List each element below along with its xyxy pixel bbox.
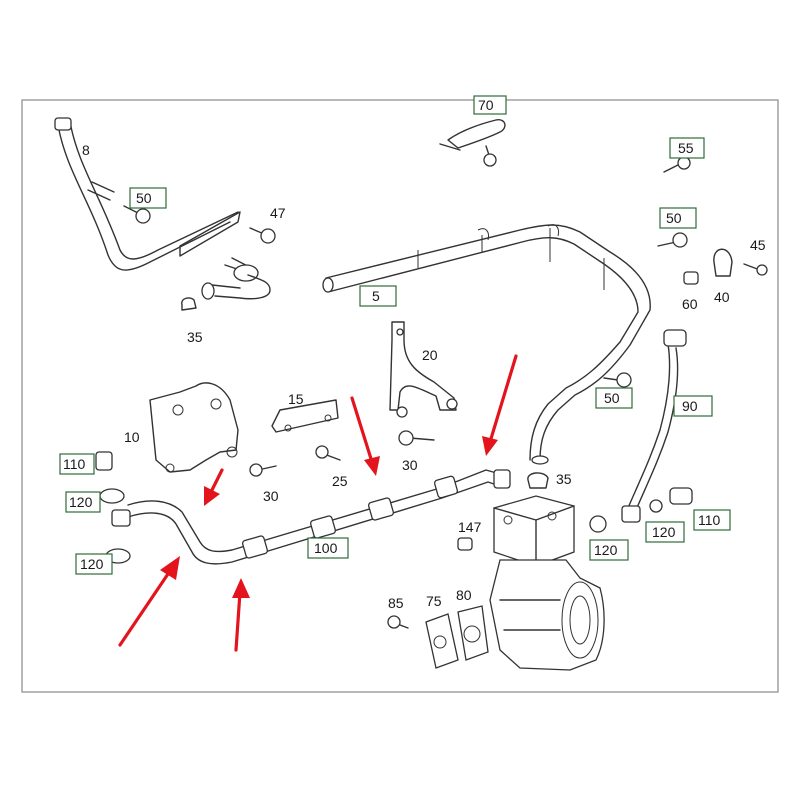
callout-50-mid: 50 bbox=[604, 390, 620, 406]
screw-55 bbox=[663, 156, 691, 173]
bolt-47 bbox=[249, 227, 276, 244]
callout-120-left-top: 120 bbox=[69, 494, 93, 510]
clamp-60-40-45 bbox=[683, 248, 768, 285]
plug-147 bbox=[457, 537, 473, 551]
bolt-30-mid bbox=[398, 430, 435, 446]
callout-5: 5 bbox=[372, 288, 380, 304]
fittings-110-120-left bbox=[95, 451, 131, 564]
callout-50-right: 50 bbox=[666, 210, 682, 226]
callout-100: 100 bbox=[314, 540, 338, 556]
clamp-70 bbox=[439, 119, 506, 167]
callout-147: 147 bbox=[458, 519, 482, 535]
washers-120-110-right bbox=[589, 487, 693, 533]
red-arrow-1 bbox=[118, 556, 180, 647]
clip-35-bottom bbox=[527, 472, 549, 489]
red-arrows bbox=[118, 354, 518, 652]
callout-120-left-bottom: 120 bbox=[80, 556, 104, 572]
callout-60: 60 bbox=[682, 296, 698, 312]
clip-35-top bbox=[181, 297, 197, 311]
callout-8: 8 bbox=[82, 142, 90, 158]
bracket-15 bbox=[271, 399, 339, 433]
pipe-90 bbox=[621, 329, 687, 523]
pipe-5 bbox=[322, 224, 651, 465]
callout-15: 15 bbox=[288, 391, 304, 407]
callout-70: 70 bbox=[478, 97, 494, 113]
callout-20: 20 bbox=[422, 347, 438, 363]
bolt-25 bbox=[315, 445, 341, 461]
callout-25: 25 bbox=[332, 473, 348, 489]
diagram-frame bbox=[21, 99, 779, 693]
callout-30-left: 30 bbox=[263, 488, 279, 504]
callout-75: 75 bbox=[426, 593, 442, 609]
callout-40: 40 bbox=[714, 289, 730, 305]
callout-90: 90 bbox=[682, 398, 698, 414]
pipe-100 bbox=[111, 469, 511, 565]
bolt-50-right bbox=[657, 232, 688, 248]
bolt-50-top bbox=[123, 205, 151, 224]
callout-120-right-low: 120 bbox=[594, 542, 618, 558]
callout-10: 10 bbox=[124, 429, 140, 445]
callout-55: 55 bbox=[678, 140, 694, 156]
bracket-20 bbox=[389, 321, 458, 418]
pipe-8 bbox=[54, 117, 271, 300]
callout-80: 80 bbox=[456, 587, 472, 603]
callout-110-left: 110 bbox=[63, 456, 86, 472]
callout-30-mid: 30 bbox=[402, 457, 418, 473]
callout-45: 45 bbox=[750, 237, 766, 253]
bracket-10 bbox=[149, 382, 239, 473]
callouts: 70 8 55 50 47 50 45 60 40 35 5 20 50 90 … bbox=[59, 95, 766, 611]
red-arrow-2 bbox=[232, 578, 250, 652]
red-arrow-5 bbox=[482, 354, 518, 456]
red-arrow-4 bbox=[350, 396, 380, 476]
callout-35-top: 35 bbox=[187, 329, 203, 345]
callout-50-top: 50 bbox=[136, 190, 152, 206]
gasket-80 bbox=[457, 605, 489, 661]
air-compressor bbox=[489, 495, 605, 671]
bolt-50-mid bbox=[603, 372, 632, 388]
callout-47: 47 bbox=[270, 205, 286, 221]
red-arrow-3 bbox=[204, 468, 224, 506]
bolt-85 bbox=[387, 615, 409, 629]
callout-120-right: 120 bbox=[652, 524, 676, 540]
callout-35-bottom: 35 bbox=[556, 471, 572, 487]
gasket-75 bbox=[425, 613, 459, 669]
callout-85: 85 bbox=[388, 595, 404, 611]
bolt-30-left bbox=[249, 463, 277, 477]
callout-110-right: 110 bbox=[698, 512, 721, 528]
